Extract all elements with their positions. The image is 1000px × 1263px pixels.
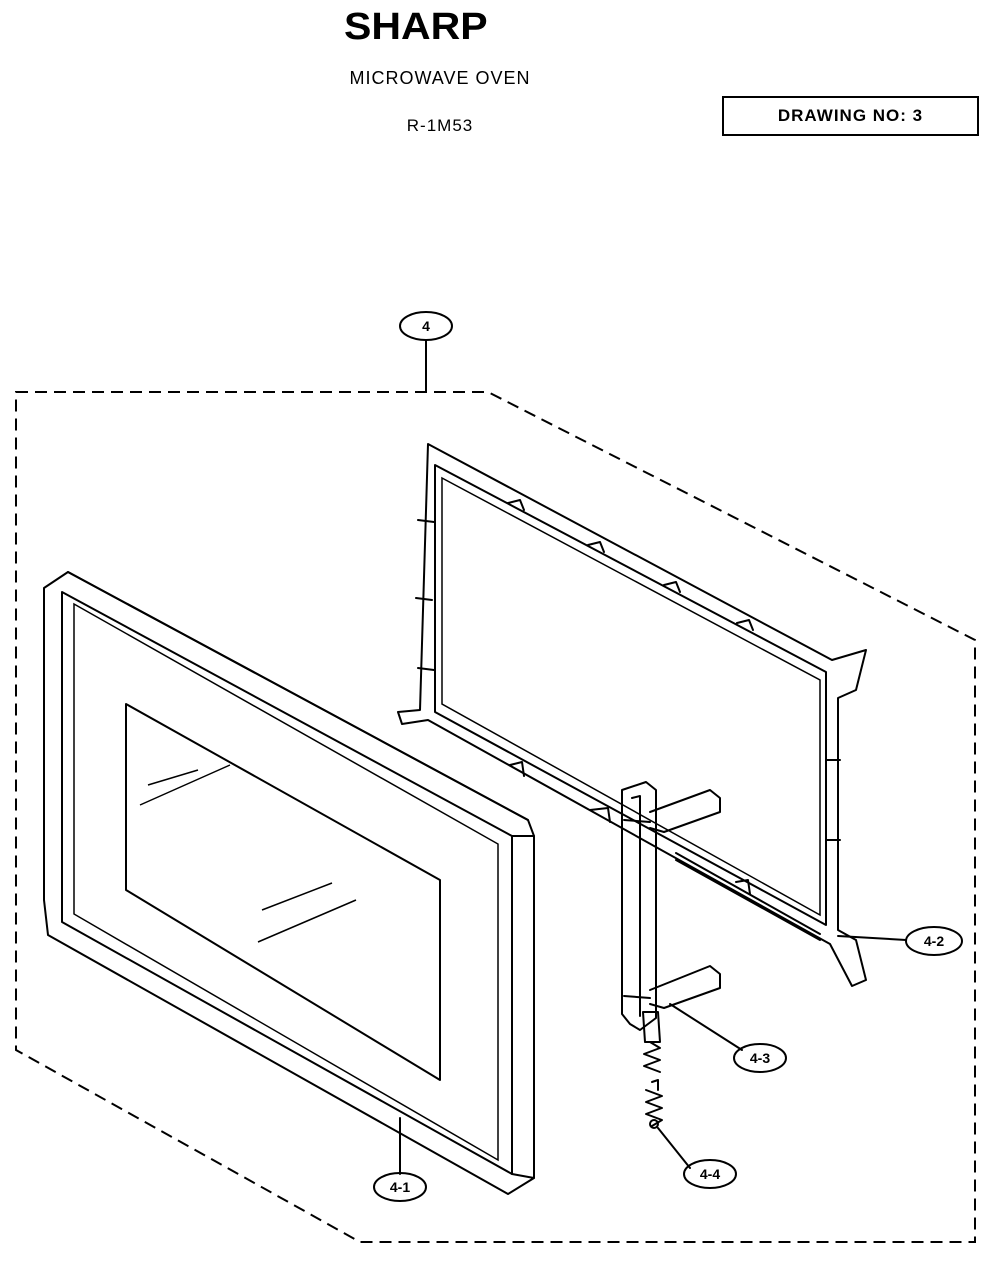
assembly-boundary (15, 391, 976, 1243)
brand-logo: SHARP (344, 6, 488, 48)
latch-spring (643, 1041, 663, 1129)
svg-text:4-3: 4-3 (750, 1050, 770, 1066)
door-panel (43, 571, 535, 1195)
callout-4: 4 (399, 311, 453, 393)
callout-4-4: 4-4 (657, 1127, 737, 1189)
callout-4-1: 4-1 (373, 1117, 427, 1202)
svg-text:4: 4 (422, 318, 430, 334)
latch-head (621, 781, 721, 1043)
model-number: R-1M53 (406, 116, 474, 135)
callout-4-2: 4-2 (837, 926, 963, 956)
product-title: MICROWAVE OVEN (349, 68, 531, 88)
svg-text:4-2: 4-2 (924, 933, 944, 949)
callout-4-3: 4-3 (669, 1003, 787, 1073)
choke-frame (397, 443, 867, 987)
svg-text:4-4: 4-4 (700, 1166, 720, 1182)
svg-text:4-1: 4-1 (390, 1179, 410, 1195)
drawing-number-box: DRAWING NO: 3 (722, 96, 979, 136)
drawing-number-label: DRAWING NO: 3 (777, 106, 924, 125)
